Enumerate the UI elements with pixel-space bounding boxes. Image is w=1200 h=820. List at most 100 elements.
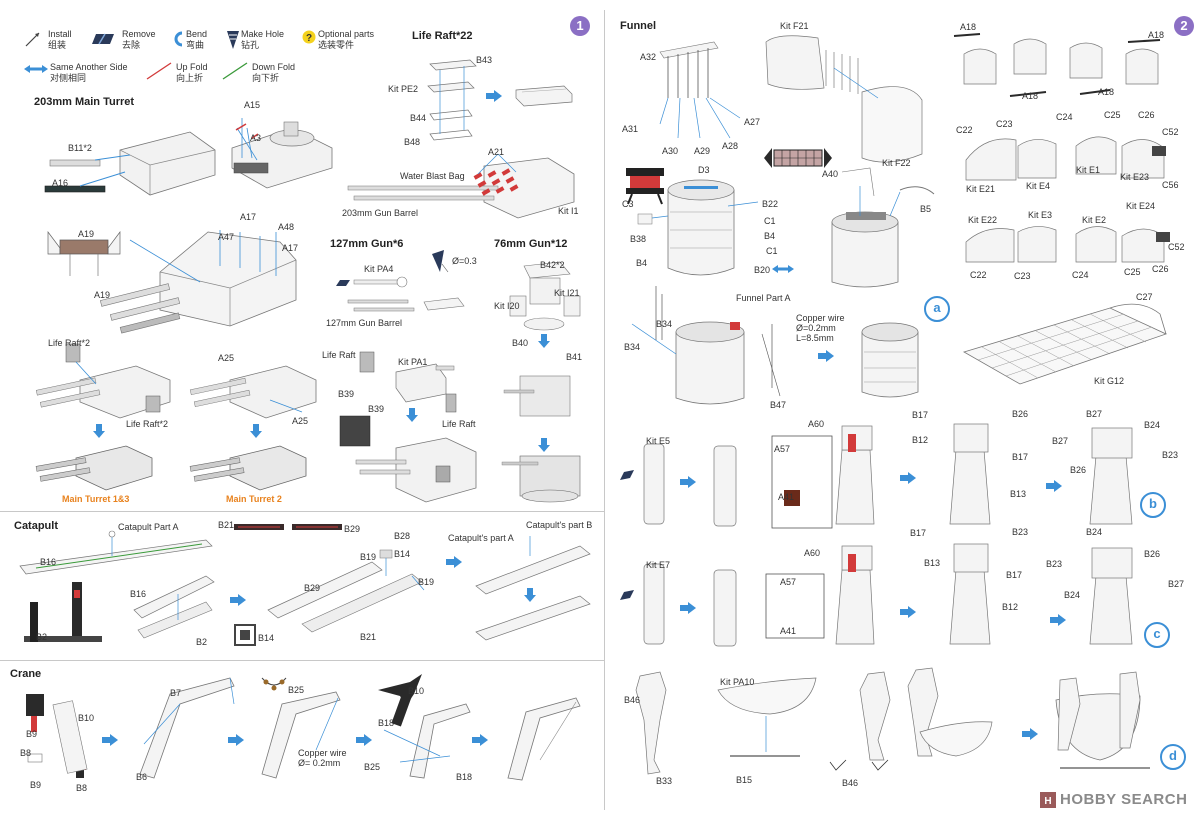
bend-icon [174, 31, 183, 47]
platforms-bottom-row [965, 226, 1170, 263]
part-label: A21 [488, 147, 505, 157]
part-label: Ø=0.2mm [796, 323, 836, 333]
part-label: C25 [1104, 110, 1121, 120]
part-label: D3 [698, 165, 710, 175]
part-label: C24 [1072, 270, 1089, 280]
funnel-wire-assembly [631, 286, 781, 405]
page-number-1: 1 [570, 16, 590, 36]
part-label: B16 [40, 557, 57, 567]
remove-icon [92, 33, 114, 45]
part-label: Kit E24 [1126, 201, 1156, 211]
right-arrow-icon [472, 734, 488, 746]
part-label: A47 [218, 232, 235, 242]
step-marker-d: d [1160, 744, 1186, 770]
down-arrow-icon [538, 334, 550, 348]
gun76-assembly [501, 261, 581, 503]
crane-b7-assembly [139, 677, 235, 779]
part-label: B14 [258, 633, 275, 643]
part-label: A18 [1148, 30, 1165, 40]
part-label: Kit E23 [1120, 172, 1150, 182]
part-label: Copper wire [796, 313, 845, 323]
part-label: B46 [624, 695, 641, 705]
funnel-f21-f22 [765, 35, 923, 163]
svg-text:?: ? [306, 33, 312, 44]
crane-wire-assembly [261, 677, 341, 779]
part-label: Kit I20 [494, 301, 520, 311]
crane-parts-b9-b8 [26, 694, 88, 778]
part-label: Ø= 0.2mm [298, 758, 341, 768]
part-label: Ø=0.3 [452, 256, 477, 266]
part-label: A28 [722, 141, 739, 151]
part-label: B13 [1010, 489, 1027, 499]
part-label: B47 [770, 400, 787, 410]
gun127-pa4 [336, 276, 408, 288]
turret-a19-part [47, 230, 121, 276]
part-label: B29 [304, 583, 321, 593]
section-divider-catapult [0, 511, 604, 512]
page-divider [604, 10, 605, 810]
part-label: B16 [130, 589, 147, 599]
catapult-strip-b29 [292, 524, 342, 530]
part-label: A25 [218, 353, 235, 363]
part-label: B14 [394, 549, 411, 559]
section-title-gun127: 127mm Gun*6 [330, 238, 404, 250]
turret-rear-drawing [231, 118, 333, 189]
part-label: B28 [394, 531, 411, 541]
part-label: B17 [1006, 570, 1023, 580]
part-label: B17 [912, 410, 929, 420]
section-title-funnel: Funnel [620, 20, 657, 32]
part-label: A17 [282, 243, 299, 253]
part-label: B34 [624, 342, 641, 352]
legend-down-fold: Down Fold [252, 62, 296, 72]
part-label: B2 [196, 637, 208, 647]
part-label: C52 [1168, 242, 1185, 252]
catapult-part-a-b [475, 536, 591, 641]
part-label: B17 [1012, 452, 1029, 462]
legend-install: Install [48, 29, 72, 39]
part-label: B42*2 [540, 260, 565, 270]
part-label: A18 [1098, 87, 1115, 97]
funnel-a40-assembly [831, 167, 935, 288]
funnel-final [861, 322, 919, 398]
part-label: C23 [1014, 271, 1031, 281]
part-label: B10 [408, 686, 425, 696]
grid-deck-g12 [962, 303, 1168, 385]
right-arrow-icon [1022, 728, 1038, 740]
part-label: Life Raft*2 [48, 338, 91, 348]
right-arrow-icon [446, 556, 462, 568]
part-label: Kit E7 [646, 560, 671, 570]
part-label: B23 [1012, 527, 1029, 537]
part-label: Funnel Part A [736, 293, 791, 303]
part-label: B26 [1144, 549, 1161, 559]
step-marker-b: b [1140, 492, 1166, 518]
part-label: Kit F22 [882, 158, 911, 168]
part-label: B9 [26, 729, 38, 739]
part-label: Kit G12 [1094, 376, 1125, 386]
part-label: A18 [960, 22, 977, 32]
same-side-icon [24, 65, 48, 73]
part-label: C22 [970, 270, 987, 280]
optional-icon: ? [302, 30, 316, 44]
part-label: Kit E3 [1028, 210, 1053, 220]
legend-up-fold-zh: 向上折 [176, 73, 204, 83]
part-label: Life Raft [322, 350, 356, 360]
right-arrow-icon [486, 90, 502, 102]
part-label: B39 [368, 404, 385, 414]
turret-with-rafts [347, 153, 575, 219]
legend-make-hole: Make Hole [241, 29, 285, 39]
section-title-catapult: Catapult [14, 520, 58, 532]
part-label: A41 [780, 626, 797, 636]
down-fold-icon [222, 62, 248, 80]
part-label: A30 [662, 146, 679, 156]
down-arrow-icon [538, 438, 550, 452]
part-label: B7 [170, 688, 182, 698]
part-label: B38 [630, 234, 647, 244]
part-label: B27 [1086, 409, 1103, 419]
part-label: Life Raft*2 [126, 419, 169, 429]
part-label: C22 [956, 125, 973, 135]
turret-assembly-drawing [99, 230, 297, 334]
turret-liferaft-right [189, 365, 317, 419]
watermark-text: HOBBY SEARCH [1060, 791, 1188, 808]
right-arrow-icon [900, 472, 916, 484]
part-label: B8 [76, 783, 88, 793]
